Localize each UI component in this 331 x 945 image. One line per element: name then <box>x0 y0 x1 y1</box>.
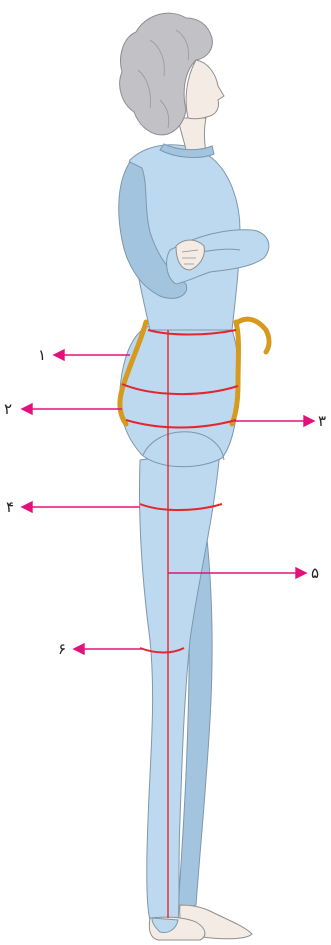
arrowhead-side-length <box>296 568 306 578</box>
figure <box>119 13 269 940</box>
tape-end <box>238 319 269 352</box>
arrowhead-hip <box>22 404 32 414</box>
label-side-length: ۵ <box>311 564 319 582</box>
label-knee: ۶ <box>58 640 66 658</box>
label-thigh: ۴ <box>6 498 14 516</box>
label-waist: ۱ <box>38 346 46 364</box>
label-upper-hip: ۳ <box>318 412 326 430</box>
face <box>186 60 224 119</box>
label-hip: ۲ <box>4 400 12 418</box>
arrowhead-upper-hip <box>304 416 314 426</box>
arrowhead-thigh <box>22 502 32 512</box>
arrowhead-waist <box>54 350 64 360</box>
arrowhead-knee <box>74 644 84 654</box>
